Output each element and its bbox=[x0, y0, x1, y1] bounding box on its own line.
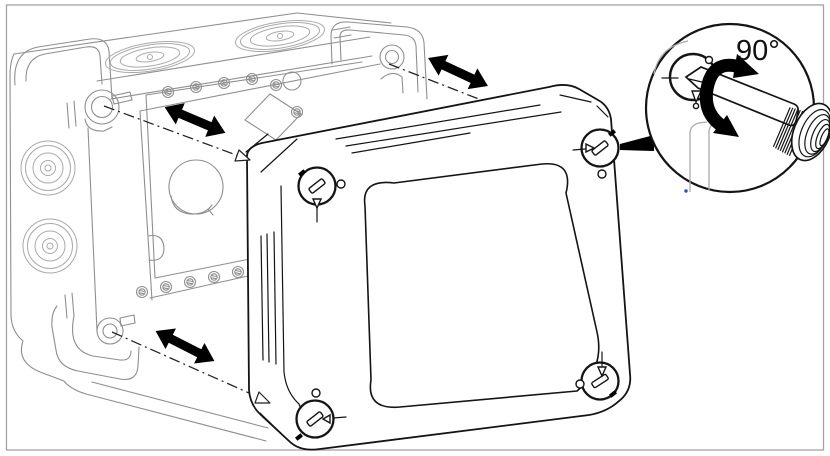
box-outline bbox=[9, 53, 267, 442]
lid-inner-panel bbox=[363, 162, 600, 409]
box-top-back-edge bbox=[13, 12, 392, 55]
angle-label: 90° bbox=[736, 35, 780, 67]
alignment-arrow-bottom-left bbox=[150, 320, 220, 372]
junction-box-lid bbox=[234, 84, 632, 451]
box-front-rim bbox=[87, 55, 381, 332]
box-corner-post-top-left bbox=[14, 38, 133, 132]
alignment-line-top-left bbox=[103, 105, 248, 160]
alignment-arrow-top-left bbox=[160, 96, 230, 144]
lid-corner-facet-top-right bbox=[559, 94, 609, 118]
alignment-line-top-right bbox=[388, 63, 490, 104]
alignment-line-bottom-left bbox=[111, 331, 268, 402]
detail-leader-pointer bbox=[620, 135, 654, 151]
quarter-turn-screw-bottom-left bbox=[295, 388, 347, 441]
detail-dot bbox=[684, 189, 688, 193]
screwdriver-rotation-detail: 90° bbox=[644, 22, 830, 194]
alignment-arrow-top-right bbox=[423, 47, 493, 97]
box-side-ribs bbox=[64, 26, 352, 319]
cable-entry-grommets-side bbox=[20, 140, 78, 274]
screw-socket-bottom-left bbox=[96, 317, 124, 345]
quarter-turn-screw-bottom-right bbox=[575, 351, 620, 401]
lid-side-boundary bbox=[280, 185, 312, 436]
screwdriver-handle bbox=[790, 102, 830, 162]
alignment-guides bbox=[103, 47, 493, 402]
box-corner-post-bottom-left bbox=[51, 305, 140, 381]
guide-arrowhead-bottom-left bbox=[254, 391, 271, 404]
box-diamond-plate bbox=[244, 93, 302, 141]
screw-socket-top-left bbox=[84, 89, 120, 125]
lid-corner-facet-top-left bbox=[245, 133, 298, 173]
lid-outline bbox=[246, 84, 632, 451]
guide-arrowhead-top-left bbox=[234, 149, 251, 162]
box-knockout bbox=[147, 159, 224, 261]
screw-socket-top-right bbox=[379, 44, 405, 70]
lid-side-ridges bbox=[260, 231, 277, 365]
box-bottom-edge bbox=[91, 381, 269, 429]
box-ceiling-holes bbox=[161, 71, 304, 119]
page-border bbox=[5, 4, 825, 451]
lid-top-chamfer-lines bbox=[335, 104, 562, 154]
junction-box-body bbox=[9, 12, 428, 442]
box-large-hole bbox=[282, 71, 302, 91]
screwdriver bbox=[684, 66, 830, 162]
box-top-front-edge bbox=[96, 36, 371, 82]
quarter-turn-screw-top-left bbox=[297, 166, 346, 223]
quarter-turn-screw-top-right bbox=[572, 128, 620, 179]
rotation-arrow-icon bbox=[699, 54, 759, 137]
box-corner-post-top-right bbox=[330, 21, 428, 100]
lid-corner-facet-bottom-left bbox=[259, 412, 288, 440]
